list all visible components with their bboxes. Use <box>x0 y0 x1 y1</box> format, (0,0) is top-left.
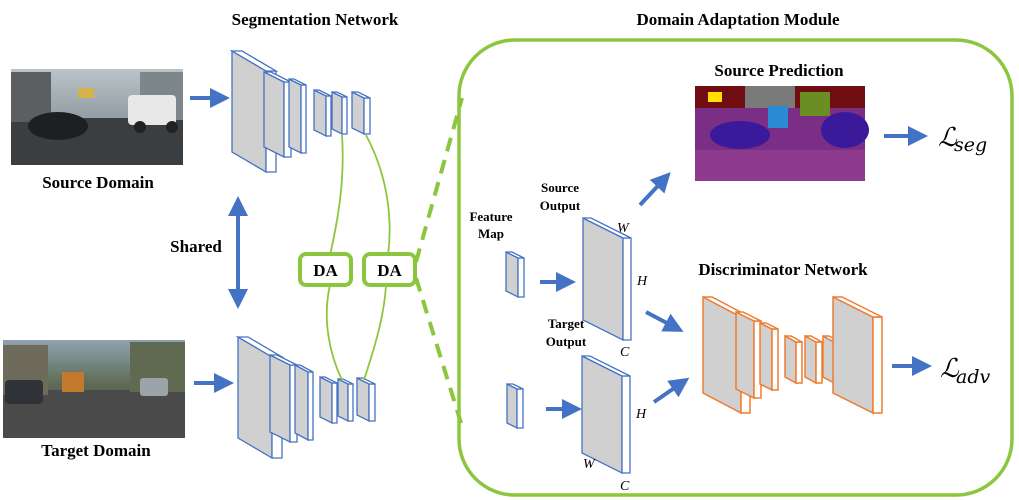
discriminator-layer <box>784 334 803 385</box>
target-segmentation-network <box>235 335 376 460</box>
feature-map-label-line1: Feature <box>469 209 512 224</box>
source-output-to-prediction-arrow <box>638 172 671 207</box>
encoder-layer <box>288 77 307 155</box>
da-line <box>325 284 343 381</box>
encoder-layer <box>331 90 348 136</box>
encoder-layer <box>294 363 314 442</box>
zoom-dashed-line <box>414 97 464 263</box>
source-output-label-line2: Output <box>540 198 581 213</box>
da-label: DA <box>313 261 338 280</box>
source-output-w-label: W <box>617 221 630 236</box>
target-output-to-discriminator-arrow <box>652 377 690 404</box>
shared-label: Shared <box>170 237 222 256</box>
target-output-c-label: C <box>620 479 630 494</box>
da-block-2: DA <box>362 252 417 287</box>
target-output-w-label: W <box>583 457 596 472</box>
target-output-h-label: H <box>635 407 647 422</box>
da-line <box>365 134 391 256</box>
discriminator-layer <box>735 310 762 400</box>
source-output-label-line1: Source <box>541 180 579 195</box>
source-prediction-label: Source Prediction <box>714 61 844 80</box>
source-domain-label: Source Domain <box>42 173 154 192</box>
da-line <box>329 134 344 256</box>
discriminator-layer <box>832 295 883 415</box>
discriminator-layer <box>759 321 779 392</box>
loss-seg-symbol: ℒ <box>938 123 958 153</box>
encoder-layer <box>337 377 354 423</box>
discriminator-network <box>702 295 883 415</box>
target-output-label-line2: Output <box>546 334 587 349</box>
source-output-c-label: C <box>620 345 630 360</box>
discriminator-network-label: Discriminator Network <box>698 260 868 279</box>
da-line <box>363 284 387 381</box>
domain-adaptation-module-panel <box>457 38 1014 497</box>
encoder-layer <box>313 88 332 138</box>
zoom-dashed-line <box>414 277 464 427</box>
segmentation-network-heading: Segmentation Network <box>232 10 399 29</box>
adversarial-loss: ℒ adv <box>940 354 990 388</box>
segmentation-loss: ℒ seg <box>938 123 987 156</box>
target-domain-label: Target Domain <box>41 441 151 460</box>
feature-map-label-line2: Map <box>478 226 504 241</box>
da-block-1: DA <box>298 252 353 287</box>
da-label: DA <box>377 261 402 280</box>
da-connection-lines <box>325 134 391 381</box>
source-prediction-image <box>695 86 869 181</box>
encoder-layer <box>319 375 338 425</box>
encoder-layer <box>269 353 298 444</box>
loss-adv-symbol: ℒ <box>940 354 960 384</box>
discriminator-layer <box>804 334 823 385</box>
encoder-layer <box>351 90 371 136</box>
source-output-to-discriminator-arrow <box>645 310 684 332</box>
target-output-map <box>581 354 631 475</box>
loss-seg-subscript: seg <box>954 134 987 156</box>
target-feature-map <box>506 382 524 430</box>
loss-adv-subscript: adv <box>956 366 990 388</box>
encoder-layer <box>263 70 292 159</box>
source-feature-map <box>505 250 525 299</box>
source-segmentation-network <box>229 49 371 174</box>
encoder-layer <box>356 376 376 423</box>
target-output-label-line1: Target <box>548 316 585 331</box>
domain-adaptation-module-heading: Domain Adaptation Module <box>636 10 840 29</box>
source-output-h-label: H <box>636 274 648 289</box>
source-output-map <box>582 216 632 342</box>
target-domain-image <box>3 340 185 438</box>
source-domain-image <box>11 69 183 165</box>
